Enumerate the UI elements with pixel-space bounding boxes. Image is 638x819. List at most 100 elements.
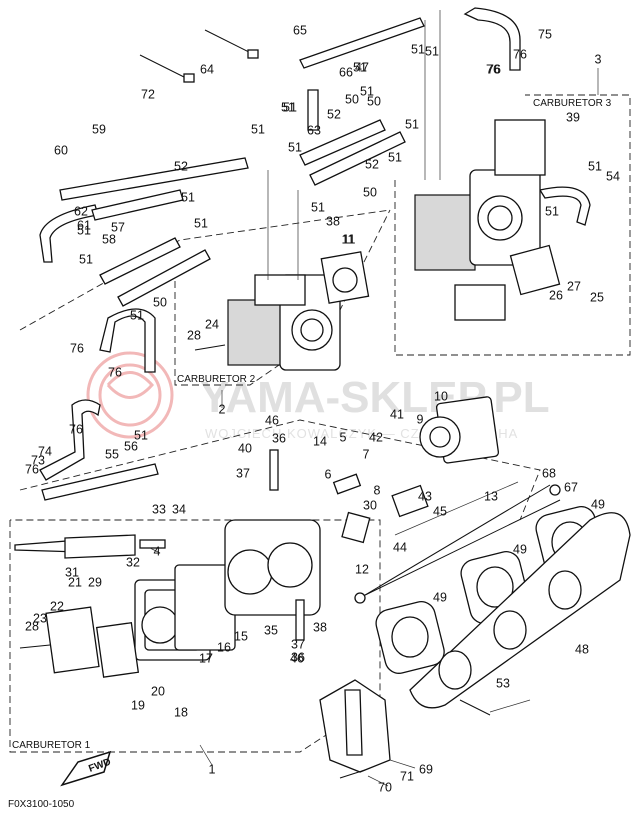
callout-49: 49: [591, 497, 605, 511]
carb3-outline: [394, 94, 631, 356]
callout-8: 8: [374, 483, 381, 497]
callout-40: 40: [238, 441, 252, 455]
carburetor-1: [45, 519, 321, 678]
carburetor-3-label: CARBURETOR 3: [533, 98, 612, 109]
callout-51-repeat: 51: [588, 159, 602, 173]
callout-37: 37: [236, 466, 250, 480]
callout-51-repeat: 51: [388, 150, 402, 164]
callout-37-repeat: 37: [291, 637, 305, 651]
callout-1: 1: [209, 762, 216, 776]
callout-73: 73: [31, 453, 45, 467]
hose-75-left: [99, 308, 156, 373]
callout-51-repeat: 51: [181, 190, 195, 204]
callout-15: 15: [234, 629, 248, 643]
callout-7: 7: [363, 447, 370, 461]
callout-23: 23: [33, 611, 47, 625]
hose-73-74: [39, 399, 101, 481]
callout-74: 74: [38, 444, 52, 458]
tube-52-left: [99, 237, 181, 285]
callout-62: 62: [74, 204, 88, 218]
carburetor-1-label: CARBURETOR 1: [12, 740, 91, 751]
callout-6: 6: [325, 467, 332, 481]
tie-64: [204, 29, 256, 56]
callout-50-repeat: 50: [345, 92, 359, 106]
callout-49-repeat: 49: [513, 542, 527, 556]
callout-44: 44: [393, 540, 407, 554]
callout-30: 30: [363, 498, 377, 512]
callout-45: 45: [433, 504, 447, 518]
callout-69: 69: [419, 762, 433, 776]
callout-43: 43: [418, 489, 432, 503]
callout-51-repeat: 51: [360, 84, 374, 98]
hose-long-top: [299, 17, 425, 69]
callout-51-repeat: 51: [283, 100, 297, 114]
tie-64-head: [247, 49, 259, 59]
callout-24: 24: [205, 317, 219, 331]
callout-51-repeat: 51: [130, 308, 144, 322]
callout-29: 29: [88, 575, 102, 589]
tube-50-left: [117, 249, 211, 307]
callout-71: 71: [400, 769, 414, 783]
callout-50-repeat: 50: [153, 295, 167, 309]
tube-52-mid: [299, 119, 386, 166]
callout-11-repeat: 11: [342, 232, 355, 246]
callout-19: 19: [131, 698, 145, 712]
callout-51-repeat: 51: [545, 204, 559, 218]
callout-76-repeat: 76: [486, 62, 500, 76]
callout-63: 63: [307, 123, 321, 137]
callout-13: 13: [484, 489, 498, 503]
callout-42: 42: [369, 430, 383, 444]
callout-51-repeat: 51: [251, 122, 265, 136]
callout-28: 28: [187, 328, 201, 342]
callout-50-repeat: 50: [363, 185, 377, 199]
callout-34: 34: [172, 502, 186, 516]
callout-76: 76: [487, 62, 501, 76]
callout-47: 47: [355, 60, 369, 74]
tube-58: [91, 189, 184, 221]
drawing-code: F0X3100-1050: [8, 799, 75, 810]
cable-ties: [139, 29, 259, 83]
callout-51-repeat: 51: [194, 216, 208, 230]
callout-32: 32: [126, 555, 140, 569]
tie-72: [139, 54, 191, 81]
callout-65: 65: [293, 23, 307, 37]
callout-61: 61: [77, 218, 91, 232]
callout-68: 68: [542, 466, 556, 480]
hose-54: [538, 186, 591, 226]
callout-52: 52: [327, 107, 341, 121]
callout-26: 26: [549, 288, 563, 302]
bracket-69: [319, 679, 391, 773]
leader-lines: [149, 10, 599, 787]
callout-51-repeat: 51: [281, 100, 295, 114]
callout-25: 25: [590, 290, 604, 304]
callout-28-repeat: 28: [25, 619, 39, 633]
callout-51-repeat: 51: [411, 42, 425, 56]
pipe-62-61: [39, 204, 99, 263]
callout-46-repeat: 46: [290, 651, 304, 665]
callout-76-repeat: 76: [108, 365, 122, 379]
callout-3: 3: [595, 52, 602, 66]
callout-49-repeat: 49: [433, 590, 447, 604]
hose-59: [59, 157, 249, 201]
callout-52-repeat: 52: [365, 157, 379, 171]
carburetor-3: [414, 119, 561, 321]
callout-51-repeat: 51: [134, 428, 148, 442]
callout-39: 39: [566, 110, 580, 124]
callout-58: 58: [102, 232, 116, 246]
callout-36-repeat: 36: [291, 650, 305, 664]
fwd-arrow: FWD: [60, 750, 112, 787]
fwd-arrow-icon: [60, 750, 112, 787]
callout-4: 4: [154, 544, 161, 558]
callout-53: 53: [496, 676, 510, 690]
callout-51-repeat: 51: [405, 117, 419, 131]
callout-76-repeat: 76: [513, 47, 527, 61]
callout-55: 55: [105, 447, 119, 461]
callout-41: 41: [390, 407, 404, 421]
callout-12: 12: [355, 562, 369, 576]
callout-46: 46: [265, 413, 279, 427]
callout-35: 35: [264, 623, 278, 637]
small-fittings: [14, 344, 491, 779]
tube-55: [41, 463, 159, 501]
callout-64: 64: [200, 62, 214, 76]
watermark-logo: [86, 351, 174, 439]
